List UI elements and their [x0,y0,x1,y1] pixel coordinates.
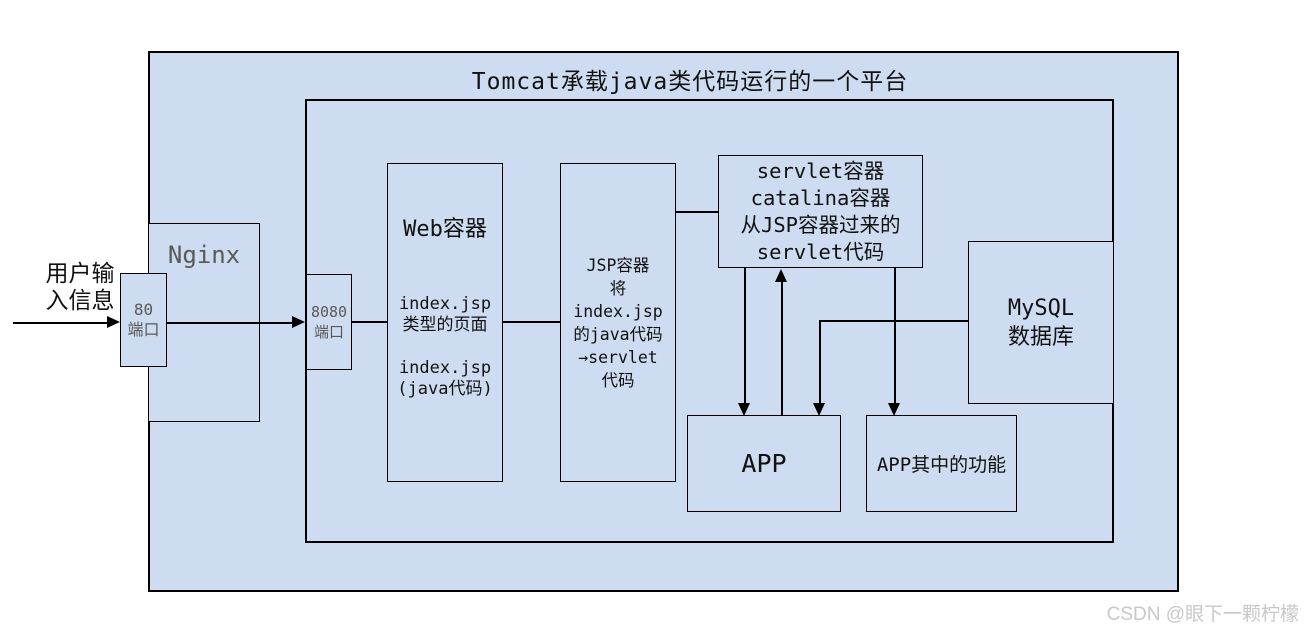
diagram-title: Tomcat承载java类代码运行的一个平台 [471,69,909,95]
watermark: CSDN @眼下一颗柠檬 [1106,604,1299,625]
line-servlet-to-app [744,268,746,404]
user-input-label: 用户输 入信息 [45,261,115,314]
arrowhead-servlet-to-app-feature-icon [888,403,900,416]
line-user-to-port80 [13,322,109,324]
web-container-text-1: index.jsp 类型的页面 [398,294,492,335]
arrowhead-port80-to-port8080-icon [292,316,305,328]
line-web-to-jsp [503,321,560,323]
arrowhead-user-to-port80-icon [107,316,120,328]
jsp-container-box: JSP容器 将 index.jsp 的java代码 →servlet 代码 [560,163,676,482]
arrowhead-app-to-servlet-icon [775,269,787,282]
web-container-title: Web容器 [403,217,487,242]
line-app-to-servlet [781,281,783,415]
port-8080-box: 8080 端口 [306,274,352,370]
line-servlet-to-app-feature [894,268,896,404]
line-port80-to-port8080 [167,322,294,324]
line-mysql-to-app-vertical [819,320,821,404]
port-80-box: 80 端口 [120,273,167,367]
line-jsp-to-servlet [676,211,718,213]
arrowhead-servlet-to-app-icon [738,403,750,416]
mysql-box: MySQL 数据库 [968,241,1114,404]
line-port8080-to-web [352,321,387,323]
web-container-text-2: index.jsp (java代码) [397,358,493,399]
nginx-label: Nginx [167,241,241,269]
app-box: APP [687,415,841,512]
app-feature-box: APP其中的功能 [866,415,1017,512]
arrowhead-mysql-to-app-icon [813,403,825,416]
servlet-container-box: servlet容器 catalina容器 从JSP容器过来的 servlet代码 [718,155,923,268]
web-container-box: Web容器 index.jsp 类型的页面 index.jsp (java代码) [387,163,503,482]
